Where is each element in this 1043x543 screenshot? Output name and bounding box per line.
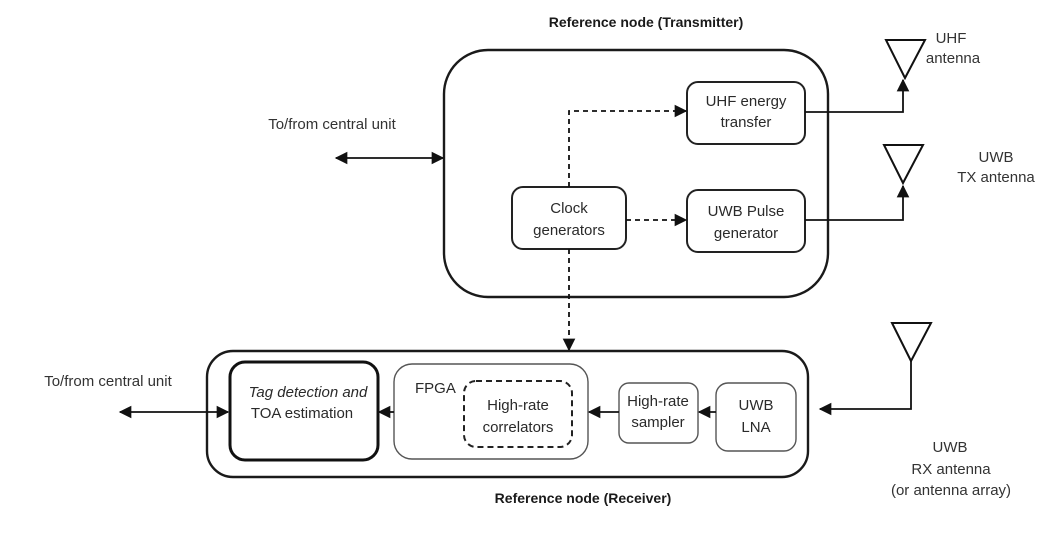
correlators-label-2: correlators — [483, 419, 554, 436]
tag-detection-label-2: TOA estimation — [251, 405, 353, 422]
uhf-antenna-label-1: UHF — [936, 30, 967, 47]
uwb-rx-antenna-label-2: RX antenna — [911, 461, 991, 478]
correlators-label-1: High-rate — [487, 397, 549, 414]
uwb-rx-antenna-icon — [890, 322, 933, 364]
transmitter-link-label: To/from central unit — [268, 116, 396, 133]
lna-block — [715, 382, 797, 452]
rx-antenna-to-lna-link — [818, 361, 912, 416]
sampler-block — [618, 382, 699, 444]
uwb-tx-antenna-label-1: UWB — [979, 149, 1014, 166]
uhf-to-antenna-link — [805, 78, 910, 113]
clock-generators-block — [511, 186, 627, 250]
sampler-label-1: High-rate — [627, 393, 689, 410]
receiver-link-label: To/from central unit — [44, 373, 172, 390]
clock-label-2: generators — [533, 222, 605, 239]
uwb-pulse-to-antenna-link — [805, 184, 910, 221]
lna-label-2: LNA — [741, 419, 770, 436]
uwb-pulse-generator-block — [686, 189, 806, 253]
uhf-energy-label-2: transfer — [721, 114, 772, 131]
tag-detection-label-1: Tag detection and — [249, 384, 368, 401]
clock-label-1: Clock — [550, 200, 588, 217]
correlators-block — [463, 380, 573, 448]
uwb-pulse-label-2: generator — [714, 225, 778, 242]
sampler-label-2: sampler — [631, 414, 684, 431]
uhf-antenna-label-2: antenna — [926, 50, 981, 67]
uhf-antenna-icon — [884, 39, 927, 81]
fpga-label: FPGA — [415, 380, 456, 397]
uwb-rx-antenna-label-3: (or antenna array) — [891, 482, 1011, 499]
uhf-energy-label-1: UHF energy — [706, 93, 787, 110]
uhf-energy-transfer-block — [686, 81, 806, 145]
clock-to-uhf-link — [568, 104, 688, 187]
receiver-title: Reference node (Receiver) — [495, 490, 672, 506]
uwb-pulse-label-1: UWB Pulse — [708, 203, 785, 220]
uwb-tx-antenna-label-2: TX antenna — [957, 169, 1035, 186]
uwb-rx-antenna-label-1: UWB — [933, 439, 968, 456]
lna-label-1: UWB — [739, 397, 774, 414]
uwb-tx-antenna-icon — [882, 144, 925, 186]
transmitter-title: Reference node (Transmitter) — [549, 14, 744, 30]
